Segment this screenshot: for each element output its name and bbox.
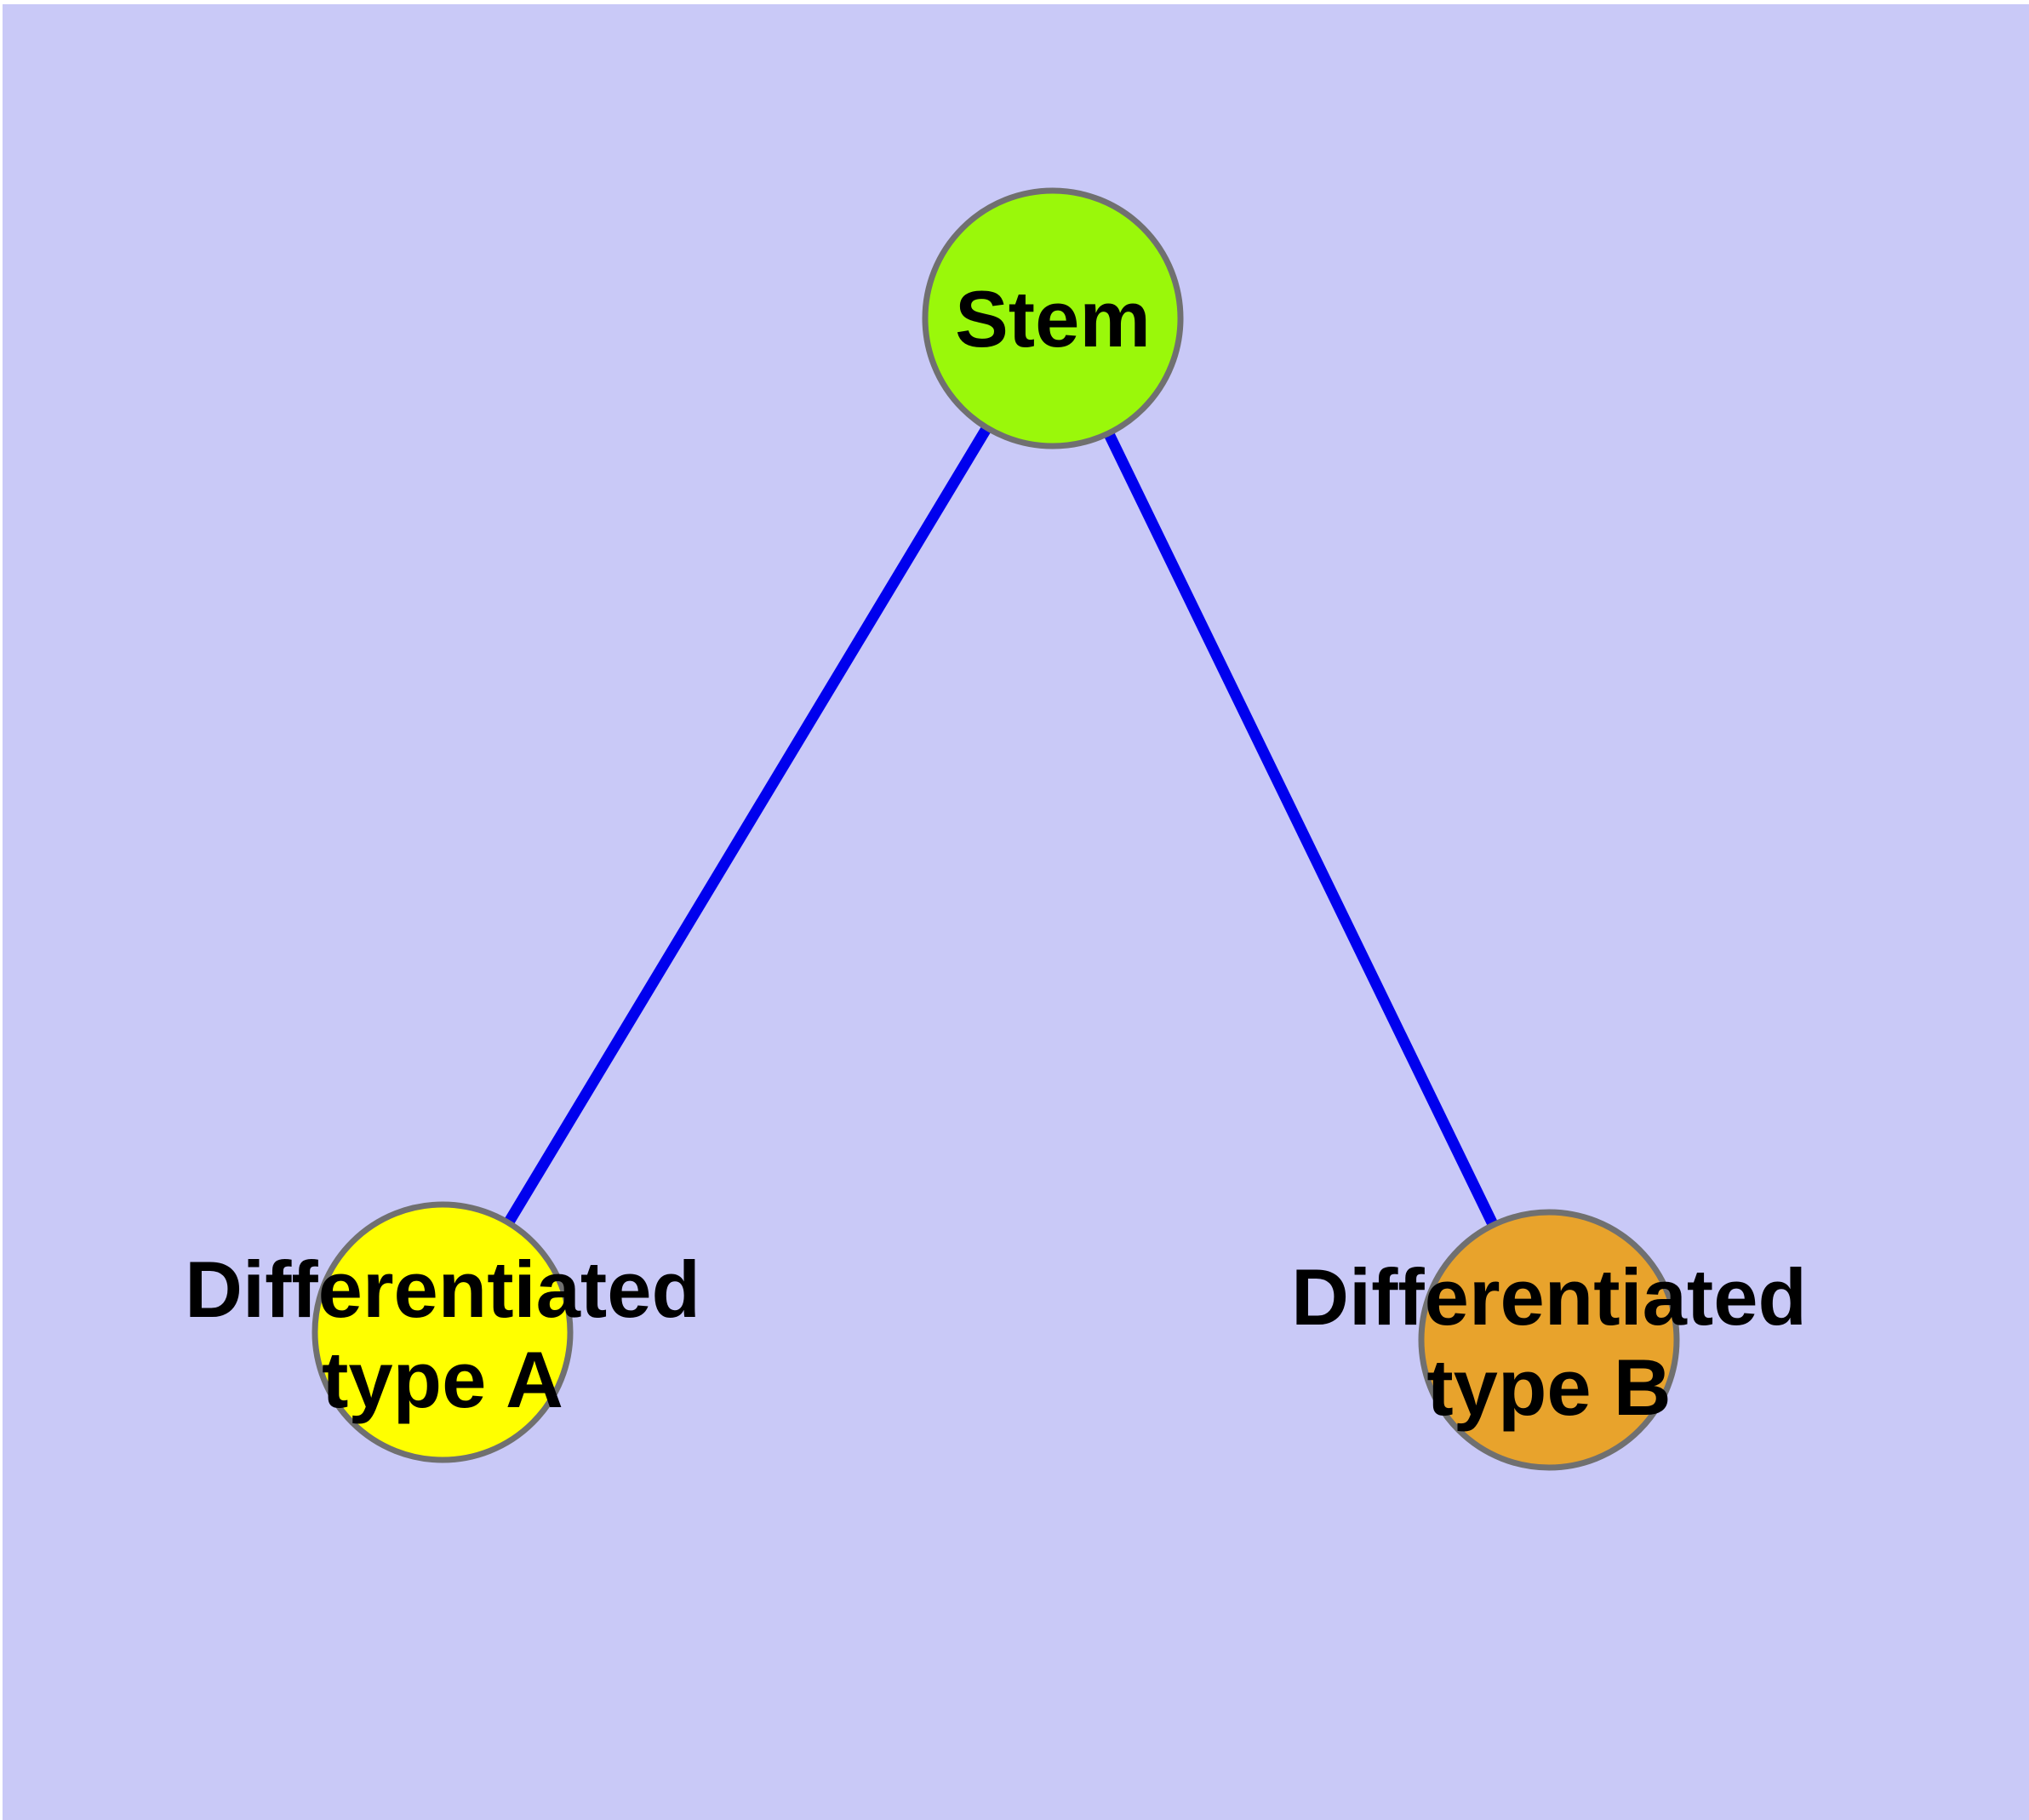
node-type-a-label-line2: type A: [322, 1335, 563, 1424]
node-stem: [922, 187, 1184, 449]
node-differentiated-type-a: [311, 1201, 574, 1463]
node-type-b-label-line2: type B: [1426, 1342, 1671, 1432]
node-differentiated-type-b: [1418, 1209, 1680, 1471]
node-stem-label: Stem: [955, 274, 1151, 363]
node-type-a-label-line1: Differentiated: [185, 1245, 700, 1334]
edge-stem-to-type-a: [437, 315, 1058, 1336]
edge-stem-to-type-b: [1048, 316, 1554, 1342]
node-type-b-label-line1: Differentiated: [1291, 1252, 1807, 1342]
